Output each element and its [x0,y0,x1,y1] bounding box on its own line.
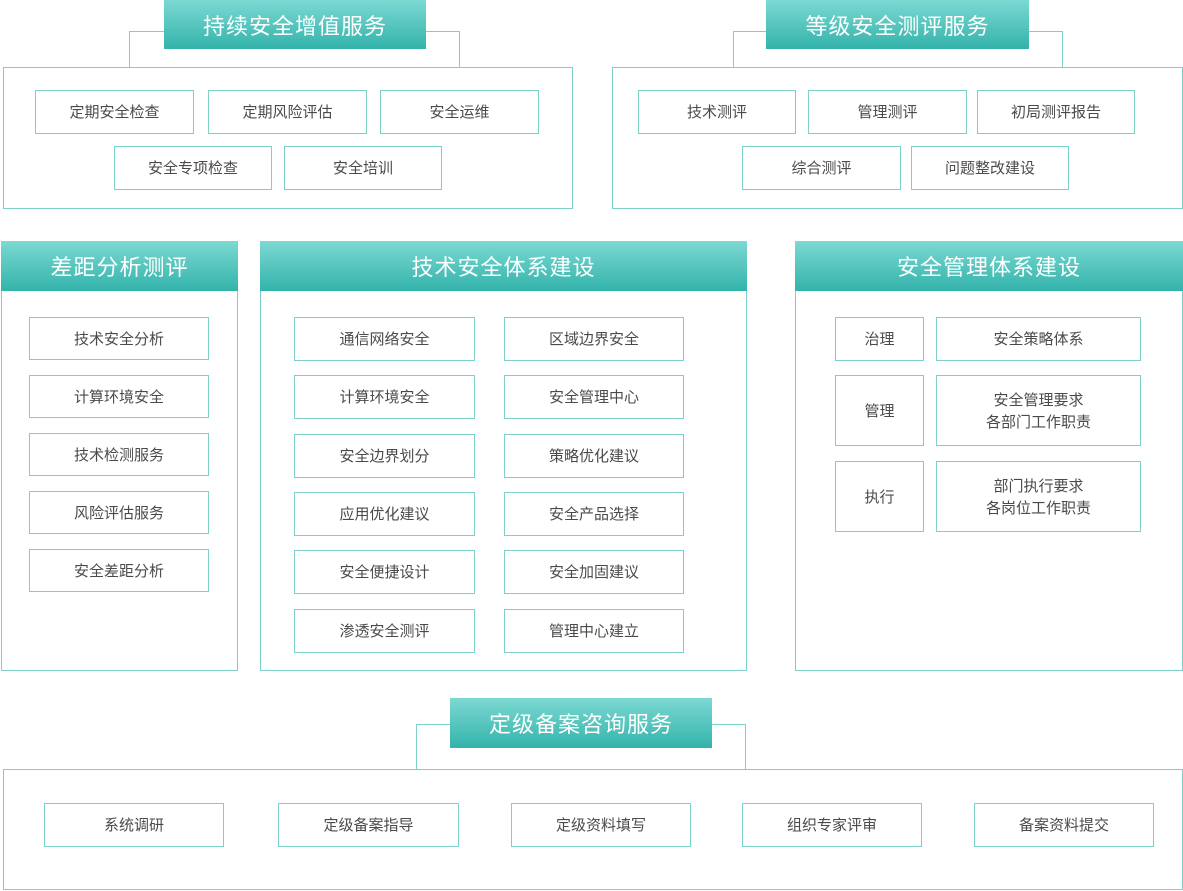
mgmt-detail-management-line2: 各部门工作职责 [985,412,1091,431]
gap-title: 差距分析测评 [1,241,238,291]
tech-item-region-boundary[interactable]: 区域边界安全 [504,317,684,361]
tech-item-policy-optimization[interactable]: 策略优化建议 [504,434,684,478]
mgmt-panel [795,241,1183,671]
graded-item-mgmt-eval[interactable]: 管理测评 [808,90,967,134]
mgmt-detail-governance[interactable]: 安全策略体系 [936,317,1141,361]
mgmt-detail-execution-line1: 部门执行要求 [993,476,1084,495]
graded-title: 等级安全测评服务 [766,0,1029,49]
gap-item-risk-service[interactable]: 风险评估服务 [29,491,209,534]
continuous-item-special-check[interactable]: 安全专项检查 [114,146,272,190]
filing-title: 定级备案咨询服务 [450,698,712,748]
tech-item-convenient-design[interactable]: 安全便捷设计 [294,550,475,594]
filing-item-system-survey[interactable]: 系统调研 [44,803,224,847]
mgmt-detail-execution-line2: 各岗位工作职责 [985,498,1091,517]
filing-item-expert-review[interactable]: 组织专家评审 [742,803,922,847]
graded-item-tech-eval[interactable]: 技术测评 [638,90,796,134]
tech-item-comm-network[interactable]: 通信网络安全 [294,317,475,361]
graded-item-comprehensive[interactable]: 综合测评 [742,146,901,190]
continuous-item-training[interactable]: 安全培训 [284,146,442,190]
tech-item-product-selection[interactable]: 安全产品选择 [504,492,684,536]
gap-item-tech-detection[interactable]: 技术检测服务 [29,433,209,476]
tech-item-penetration-test[interactable]: 渗透安全测评 [294,609,475,653]
mgmt-detail-execution[interactable]: 部门执行要求 各岗位工作职责 [936,461,1141,532]
gap-item-gap-analysis[interactable]: 安全差距分析 [29,549,209,592]
mgmt-detail-management[interactable]: 安全管理要求 各部门工作职责 [936,375,1141,446]
tech-item-hardening[interactable]: 安全加固建议 [504,550,684,594]
continuous-item-operations[interactable]: 安全运维 [380,90,539,134]
gap-item-tech-analysis[interactable]: 技术安全分析 [29,317,209,360]
tech-item-center-establish[interactable]: 管理中心建立 [504,609,684,653]
graded-item-rectification[interactable]: 问题整改建设 [911,146,1069,190]
gap-item-computing-env[interactable]: 计算环境安全 [29,375,209,418]
continuous-item-regular-check[interactable]: 定期安全检查 [35,90,194,134]
mgmt-title: 安全管理体系建设 [795,241,1183,291]
continuous-title: 持续安全增值服务 [164,0,426,49]
tech-item-boundary-division[interactable]: 安全边界划分 [294,434,475,478]
tech-title: 技术安全体系建设 [260,241,747,291]
filing-item-submit-materials[interactable]: 备案资料提交 [974,803,1154,847]
tech-item-app-optimization[interactable]: 应用优化建议 [294,492,475,536]
mgmt-label-execution[interactable]: 执行 [835,461,924,532]
continuous-item-risk-assessment[interactable]: 定期风险评估 [208,90,367,134]
tech-item-computing-env[interactable]: 计算环境安全 [294,375,475,419]
mgmt-detail-management-line1: 安全管理要求 [993,390,1084,409]
filing-item-material-fill[interactable]: 定级资料填写 [511,803,691,847]
mgmt-label-management[interactable]: 管理 [835,375,924,446]
tech-item-mgmt-center[interactable]: 安全管理中心 [504,375,684,419]
mgmt-detail-governance-line1: 安全策略体系 [993,330,1084,348]
graded-item-initial-report[interactable]: 初局测评报告 [977,90,1135,134]
filing-item-filing-guidance[interactable]: 定级备案指导 [278,803,459,847]
mgmt-label-governance[interactable]: 治理 [835,317,924,361]
